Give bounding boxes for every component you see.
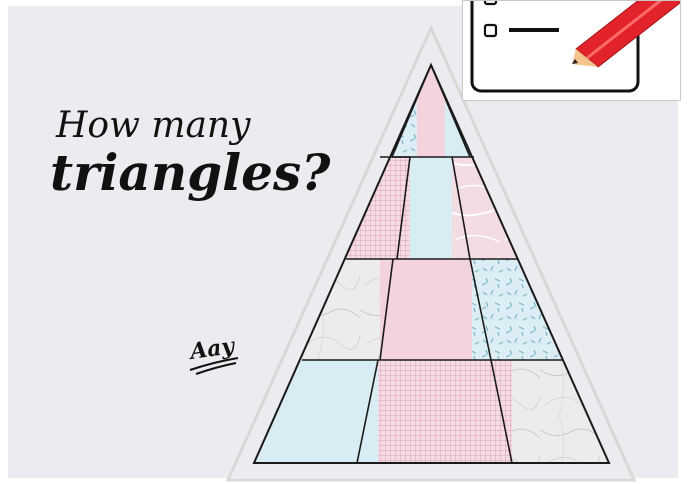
triangle-tiles [250,65,612,464]
tile-r4-left [250,360,378,464]
checklist-card [462,0,681,101]
tile-r2-mid [410,157,452,259]
tile-r2-left [330,157,410,259]
tile-r4-mid [378,360,512,464]
checklist-icon [463,1,681,101]
tile-r2-right [452,157,532,259]
tile-r3-mid [380,259,472,360]
tile-r1-mid [417,65,445,158]
tile-r4-right [512,360,612,464]
